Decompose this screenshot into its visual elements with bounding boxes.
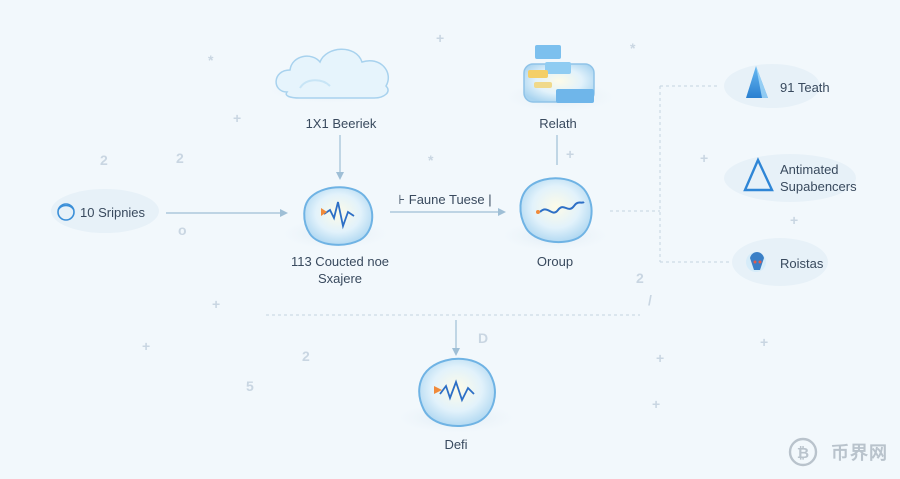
deco-mark: 2 bbox=[100, 152, 108, 168]
item-label-antimated-1: Antimated bbox=[780, 162, 839, 177]
deco-mark: * bbox=[428, 152, 434, 168]
relath-node bbox=[502, 45, 618, 113]
deco-mark: + bbox=[760, 334, 769, 350]
node-label-relath: Relath bbox=[539, 116, 577, 131]
deco-mark: + bbox=[566, 146, 575, 162]
node-label-start: 10 Sripnies bbox=[80, 205, 146, 220]
deco-mark: D bbox=[478, 330, 489, 346]
roistas-item bbox=[732, 238, 828, 286]
svg-text:₿: ₿ bbox=[797, 445, 809, 462]
dashed-lines bbox=[266, 85, 730, 316]
deco-mark: * bbox=[630, 40, 636, 56]
antimated-item bbox=[724, 154, 856, 202]
defi-node bbox=[394, 357, 518, 434]
deco-mark: + bbox=[233, 110, 242, 126]
item-label-antimated-2: Supabencers bbox=[780, 179, 857, 194]
item-label-roistas: Roistas bbox=[780, 256, 824, 271]
node-label-center-1: 113 Coucted noe bbox=[290, 254, 390, 269]
node-label-oroup: Oroup bbox=[536, 254, 574, 269]
edge-label-text: Faune Tuese bbox=[408, 192, 485, 207]
edge-marker-right: | bbox=[488, 192, 492, 207]
deco-mark: / bbox=[648, 292, 652, 308]
watermark-logo: ₿ bbox=[788, 437, 818, 467]
teath-item bbox=[724, 64, 820, 108]
deco-mark: + bbox=[700, 150, 709, 166]
edge-label-center: ⊦ Faune Tuese | bbox=[395, 192, 495, 208]
deco-mark: 5 bbox=[246, 378, 254, 394]
node-label-center-2: Sxajere bbox=[317, 271, 363, 286]
deco-mark: + bbox=[656, 350, 665, 366]
item-label-teath: 91 Teath bbox=[780, 80, 830, 95]
deco-mark: 2 bbox=[302, 348, 310, 364]
deco-mark: + bbox=[652, 396, 661, 412]
start-node bbox=[51, 189, 159, 233]
watermark: 币界网 bbox=[797, 439, 888, 465]
deco-mark: 2 bbox=[176, 150, 184, 166]
connector-lines bbox=[166, 135, 558, 356]
deco-mark: + bbox=[212, 296, 221, 312]
deco-mark: + bbox=[142, 338, 151, 354]
deco-mark: 2 bbox=[636, 270, 644, 286]
deco-mark: + bbox=[790, 212, 799, 228]
node-label-defi: Defi bbox=[444, 437, 468, 452]
watermark-text: 币界网 bbox=[831, 443, 888, 463]
oroup-node bbox=[499, 177, 611, 252]
edge-marker-left: ⊦ bbox=[398, 192, 406, 207]
center-node bbox=[279, 186, 391, 250]
deco-mark: + bbox=[436, 30, 445, 46]
node-label-cloud: 1X1 Beeriek bbox=[305, 116, 377, 131]
deco-mark: * bbox=[208, 52, 214, 68]
deco-mark: o bbox=[178, 222, 187, 238]
cloud-node bbox=[264, 48, 396, 104]
